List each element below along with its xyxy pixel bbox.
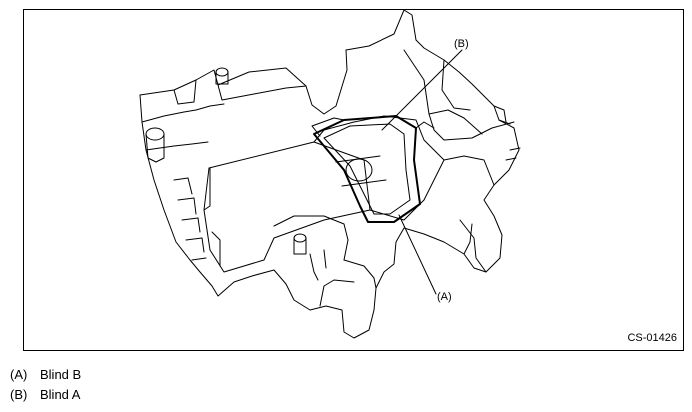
- legend-item-a: (A) Blind B: [10, 367, 81, 383]
- figure-frame: (B) (A) CS-01426: [23, 9, 684, 351]
- left-post: [145, 127, 165, 141]
- heater-unit-drawing: [139, 10, 521, 339]
- legend-text-b: Blind A: [40, 387, 81, 402]
- callout-a-label: (A): [437, 291, 452, 303]
- figure-code: CS-01426: [627, 332, 677, 344]
- housing-left-outline: [139, 10, 520, 339]
- callout-b-leader: [381, 49, 463, 131]
- legend-key-b: (B): [10, 387, 28, 402]
- blind-frame: [313, 115, 421, 223]
- legend-text-a: Blind B: [40, 367, 82, 382]
- callout-b-label: (B): [454, 38, 469, 50]
- legend-key-a: (A): [10, 367, 28, 382]
- callout-a-leader: [398, 214, 437, 295]
- bottom-post: [293, 233, 307, 243]
- legend-item-b: (B) Blind A: [10, 387, 80, 403]
- blind-damper-circle: [345, 158, 373, 182]
- upper-post: [215, 67, 229, 77]
